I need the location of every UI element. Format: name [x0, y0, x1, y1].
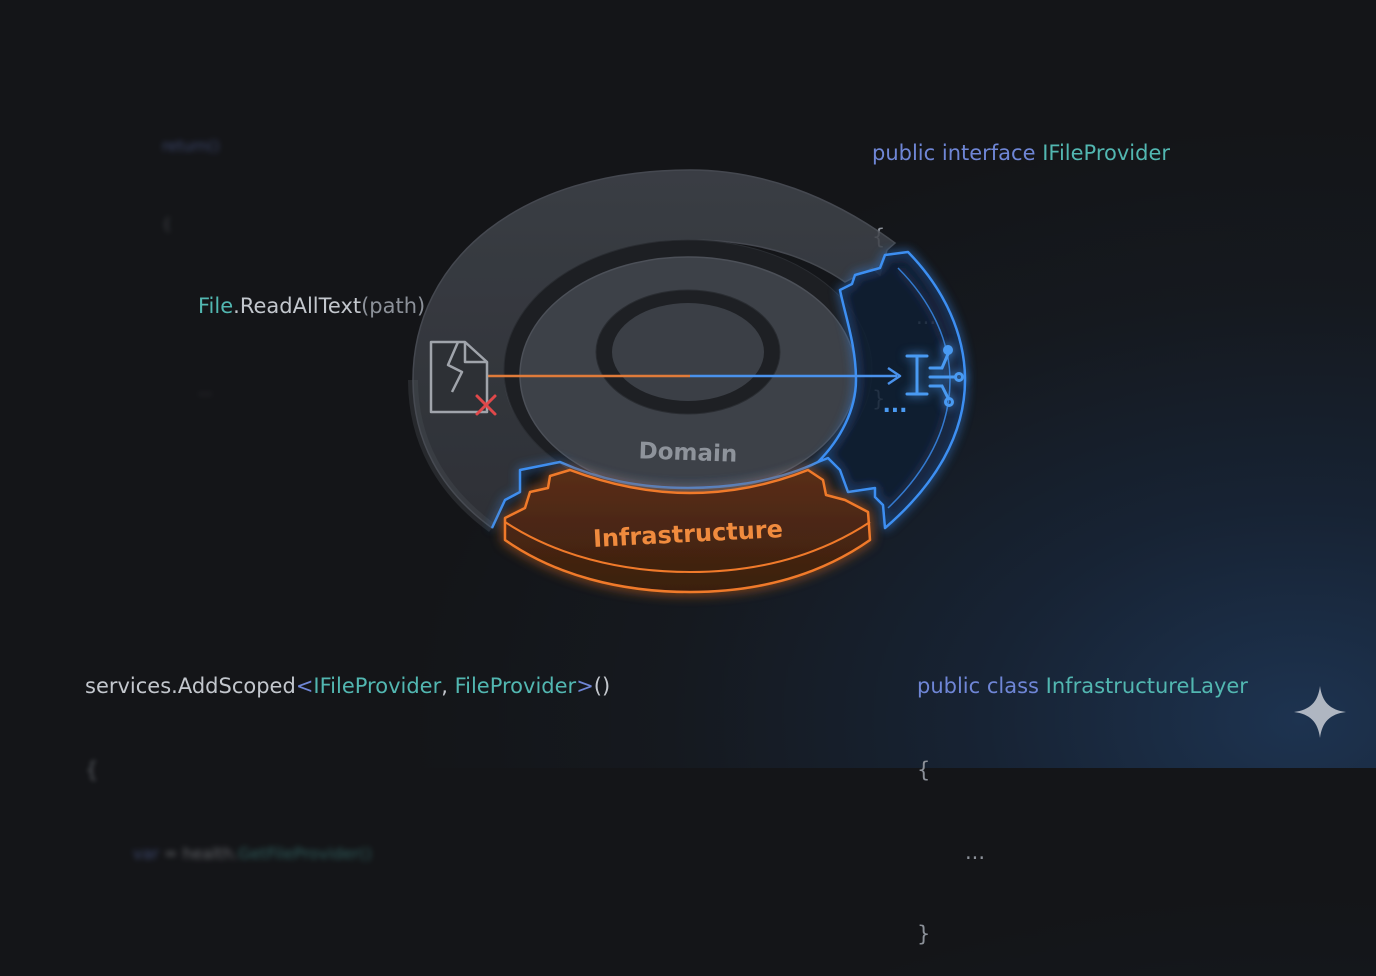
- code-token: .: [233, 294, 240, 318]
- domain-label: Domain: [638, 438, 737, 467]
- code-token: services.AddScoped: [85, 674, 296, 698]
- code-token: = health.: [158, 844, 239, 863]
- code-line: public class InfrastructureLayer: [917, 672, 1248, 700]
- code-line: services.AddScoped<IFileProvider, FilePr…: [85, 672, 610, 700]
- code-line: public interface IFileProvider: [872, 139, 1170, 167]
- code-token: InfrastructureLayer: [1045, 674, 1248, 698]
- code-token: public class: [917, 674, 1046, 698]
- code-token: <: [295, 674, 314, 698]
- code-line: var = health.GetFileProvider(): [133, 840, 610, 868]
- code-snippet-top-left: return() { File.ReadAllText(path) ...: [162, 76, 425, 432]
- infrastructure-segment: [503, 468, 872, 594]
- code-token: FileProvider: [454, 674, 577, 698]
- code-token: IFileProvider: [1042, 141, 1170, 165]
- code-line: ...: [965, 840, 986, 864]
- interface-network-icon: [905, 345, 964, 407]
- interface-dots: ...: [882, 393, 907, 418]
- code-line: File.ReadAllText(path): [198, 292, 425, 320]
- code-token: ReadAllText: [239, 294, 362, 318]
- code-token: File: [198, 294, 234, 318]
- broken-file-error-icon: [429, 340, 497, 416]
- code-token: var: [133, 844, 159, 863]
- code-token: public interface: [872, 141, 1043, 165]
- code-line: ...: [198, 381, 213, 399]
- code-token: (): [593, 674, 611, 698]
- onion-architecture-diagram: Domain Infrastructure ...: [408, 169, 967, 594]
- code-line: return(): [162, 137, 220, 155]
- arrow-head: [887, 366, 902, 386]
- code-line: {: [162, 215, 172, 233]
- core-center: [612, 303, 764, 401]
- code-token: >: [576, 674, 594, 698]
- sparkle-icon: [1294, 686, 1346, 738]
- code-token: ,: [441, 674, 455, 698]
- code-token: (path): [361, 294, 426, 318]
- code-token: IFileProvider: [313, 674, 442, 698]
- blue-interface-segment: [490, 250, 967, 530]
- code-line: }: [917, 922, 931, 946]
- code-token: GetFileProvider(): [238, 844, 372, 863]
